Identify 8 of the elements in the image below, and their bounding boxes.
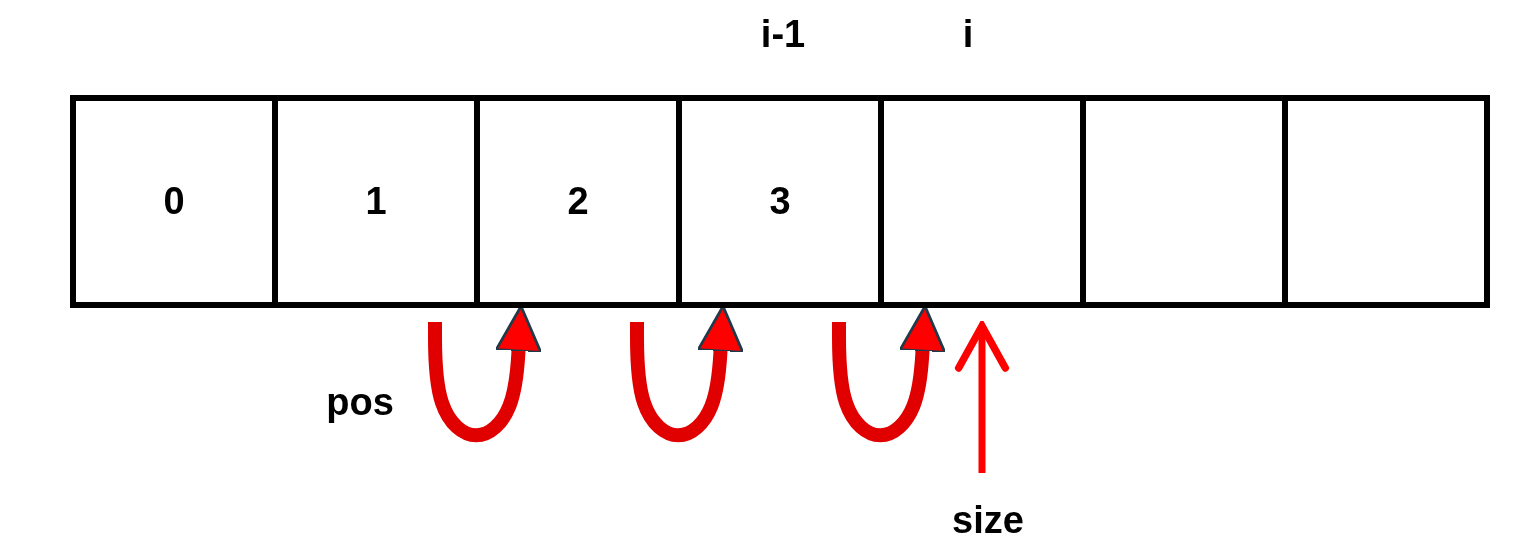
index-label: i-1	[760, 12, 806, 56]
index-label: i	[962, 12, 974, 56]
index-value: 3	[769, 180, 791, 223]
index-value: 1	[365, 180, 387, 223]
pointer-label: pos	[326, 380, 394, 424]
index-value: 2	[567, 180, 589, 223]
index-value: 0	[163, 180, 185, 223]
pointer-label: size	[952, 498, 1024, 542]
